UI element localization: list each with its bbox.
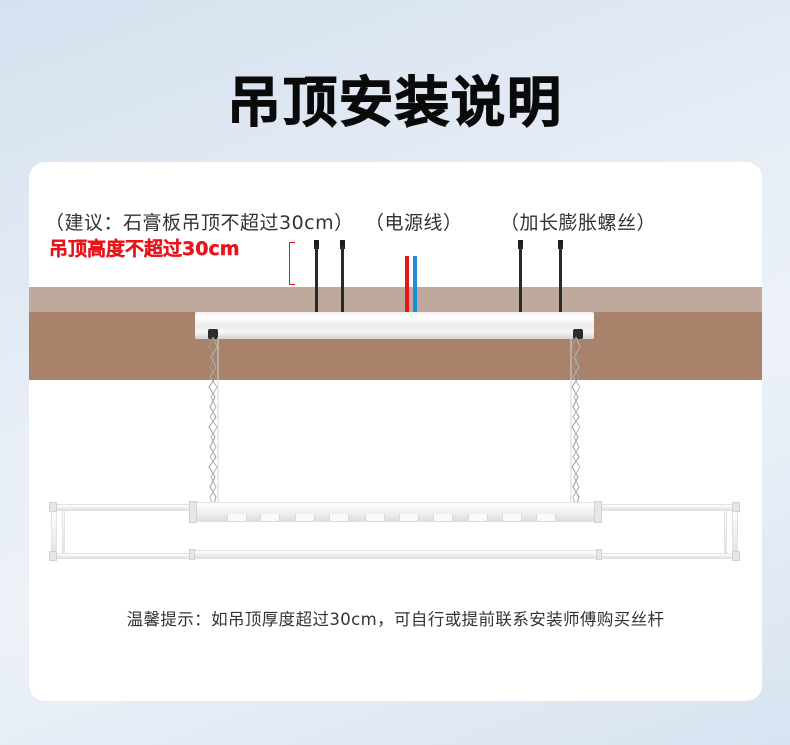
screw-rod	[559, 246, 562, 314]
hanger-slot	[433, 514, 453, 522]
corner-cap	[49, 502, 57, 512]
hanger-slot	[399, 514, 419, 522]
bar-joint	[596, 549, 602, 560]
lifting-chain-right	[570, 337, 581, 507]
corner-cap	[732, 502, 740, 512]
ceiling-mount-track	[195, 312, 594, 339]
screw-rod	[341, 246, 344, 314]
hanger-slot	[260, 514, 280, 522]
corner-cap	[732, 551, 740, 561]
lower-extension-bar-right	[593, 553, 737, 559]
hanger-slot	[329, 514, 349, 522]
suggestion-label: （建议：石膏板吊顶不超过30cm）	[45, 212, 354, 234]
bar-joint	[189, 549, 195, 560]
power-wire-red	[405, 256, 409, 314]
lower-extension-bar-left	[51, 553, 196, 559]
installation-diagram-card: （建议：石膏板吊顶不超过30cm） （电源线） （加长膨胀螺丝） 吊顶高度不超过…	[29, 162, 762, 701]
track-clip-left-icon	[208, 329, 218, 339]
power-wire-label: （电源线）	[365, 212, 463, 234]
upper-extension-bar-right	[593, 504, 737, 511]
bar-joint	[594, 501, 602, 523]
screw-rod	[519, 246, 522, 314]
screw-head-icon	[340, 240, 345, 249]
hanger-slot	[468, 514, 488, 522]
screw-rod	[315, 246, 318, 314]
inner-post-right	[724, 510, 727, 554]
screw-head-icon	[314, 240, 319, 249]
lifting-chain-left	[208, 337, 219, 507]
bar-joint	[189, 501, 197, 523]
ceiling-surface	[29, 287, 762, 312]
corner-cap	[49, 551, 57, 561]
hanger-slot	[502, 514, 522, 522]
inner-post-left	[62, 510, 65, 554]
screw-head-icon	[518, 240, 523, 249]
expansion-screws-label: （加长膨胀螺丝）	[500, 212, 657, 234]
installation-tip: 温馨提示：如吊顶厚度超过30cm，可自行或提前联系安装师傅购买丝杆	[126, 610, 665, 629]
lower-center-bar	[192, 550, 598, 559]
hanger-slot	[295, 514, 315, 522]
hanger-slot	[536, 514, 556, 522]
track-clip-right-icon	[573, 329, 583, 339]
upper-extension-bar-left	[51, 504, 196, 511]
power-wire-blue	[413, 256, 417, 314]
height-bracket-marker	[289, 242, 295, 285]
height-warning-label: 吊顶高度不超过30cm	[49, 238, 240, 260]
page-title: 吊顶安装说明	[226, 70, 563, 134]
hanger-slot	[365, 514, 385, 522]
screw-head-icon	[558, 240, 563, 249]
hanger-slot	[227, 514, 247, 522]
